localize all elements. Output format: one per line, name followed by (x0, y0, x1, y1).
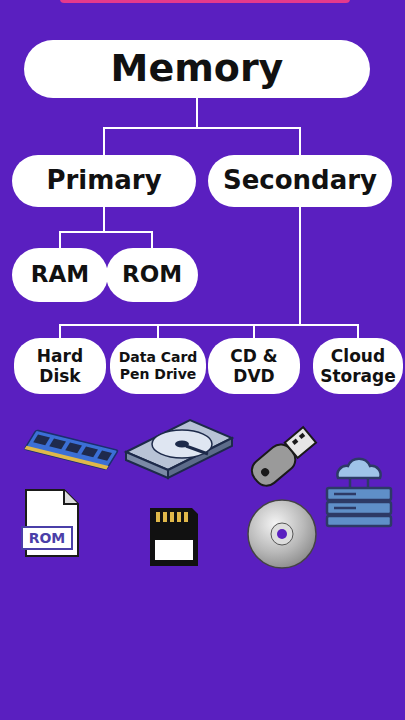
memory-box: Cloud Storage (313, 338, 403, 394)
pen-drive-icon (247, 424, 319, 490)
box-label: Memory (111, 46, 284, 92)
tree-connector (104, 207, 152, 248)
ram-stick-icon (24, 430, 118, 470)
tree-connector (60, 207, 104, 248)
tree-connector (300, 207, 358, 338)
memory-box: CD & DVD (208, 338, 300, 394)
box-label: ROM (122, 261, 182, 289)
box-label: Hard Disk (20, 346, 100, 387)
cd-icon (248, 500, 316, 568)
sd-card-icon (150, 508, 198, 566)
tree-connector (104, 98, 197, 155)
top-bar (60, 0, 350, 3)
cloud-server-icon (327, 459, 391, 526)
box-label: Secondary (223, 165, 377, 196)
box-label: Primary (46, 165, 161, 196)
memory-box: Data Card Pen Drive (110, 338, 206, 394)
box-label: CD & DVD (214, 346, 294, 387)
tree-connector (254, 207, 300, 338)
memory-box: Memory (24, 40, 370, 98)
rom-file-icon (22, 490, 78, 556)
box-label: Data Card Pen Drive (116, 349, 200, 383)
memory-box: ROM (106, 248, 198, 302)
memory-box: Hard Disk (14, 338, 106, 394)
icon-label: ROM (22, 527, 72, 549)
box-label: RAM (31, 261, 89, 289)
tree-connector (197, 98, 300, 155)
memory-box: RAM (12, 248, 108, 302)
hard-disk-icon (126, 420, 232, 478)
memory-box: Secondary (208, 155, 392, 207)
box-label: Cloud Storage (319, 346, 397, 387)
memory-box: Primary (12, 155, 196, 207)
